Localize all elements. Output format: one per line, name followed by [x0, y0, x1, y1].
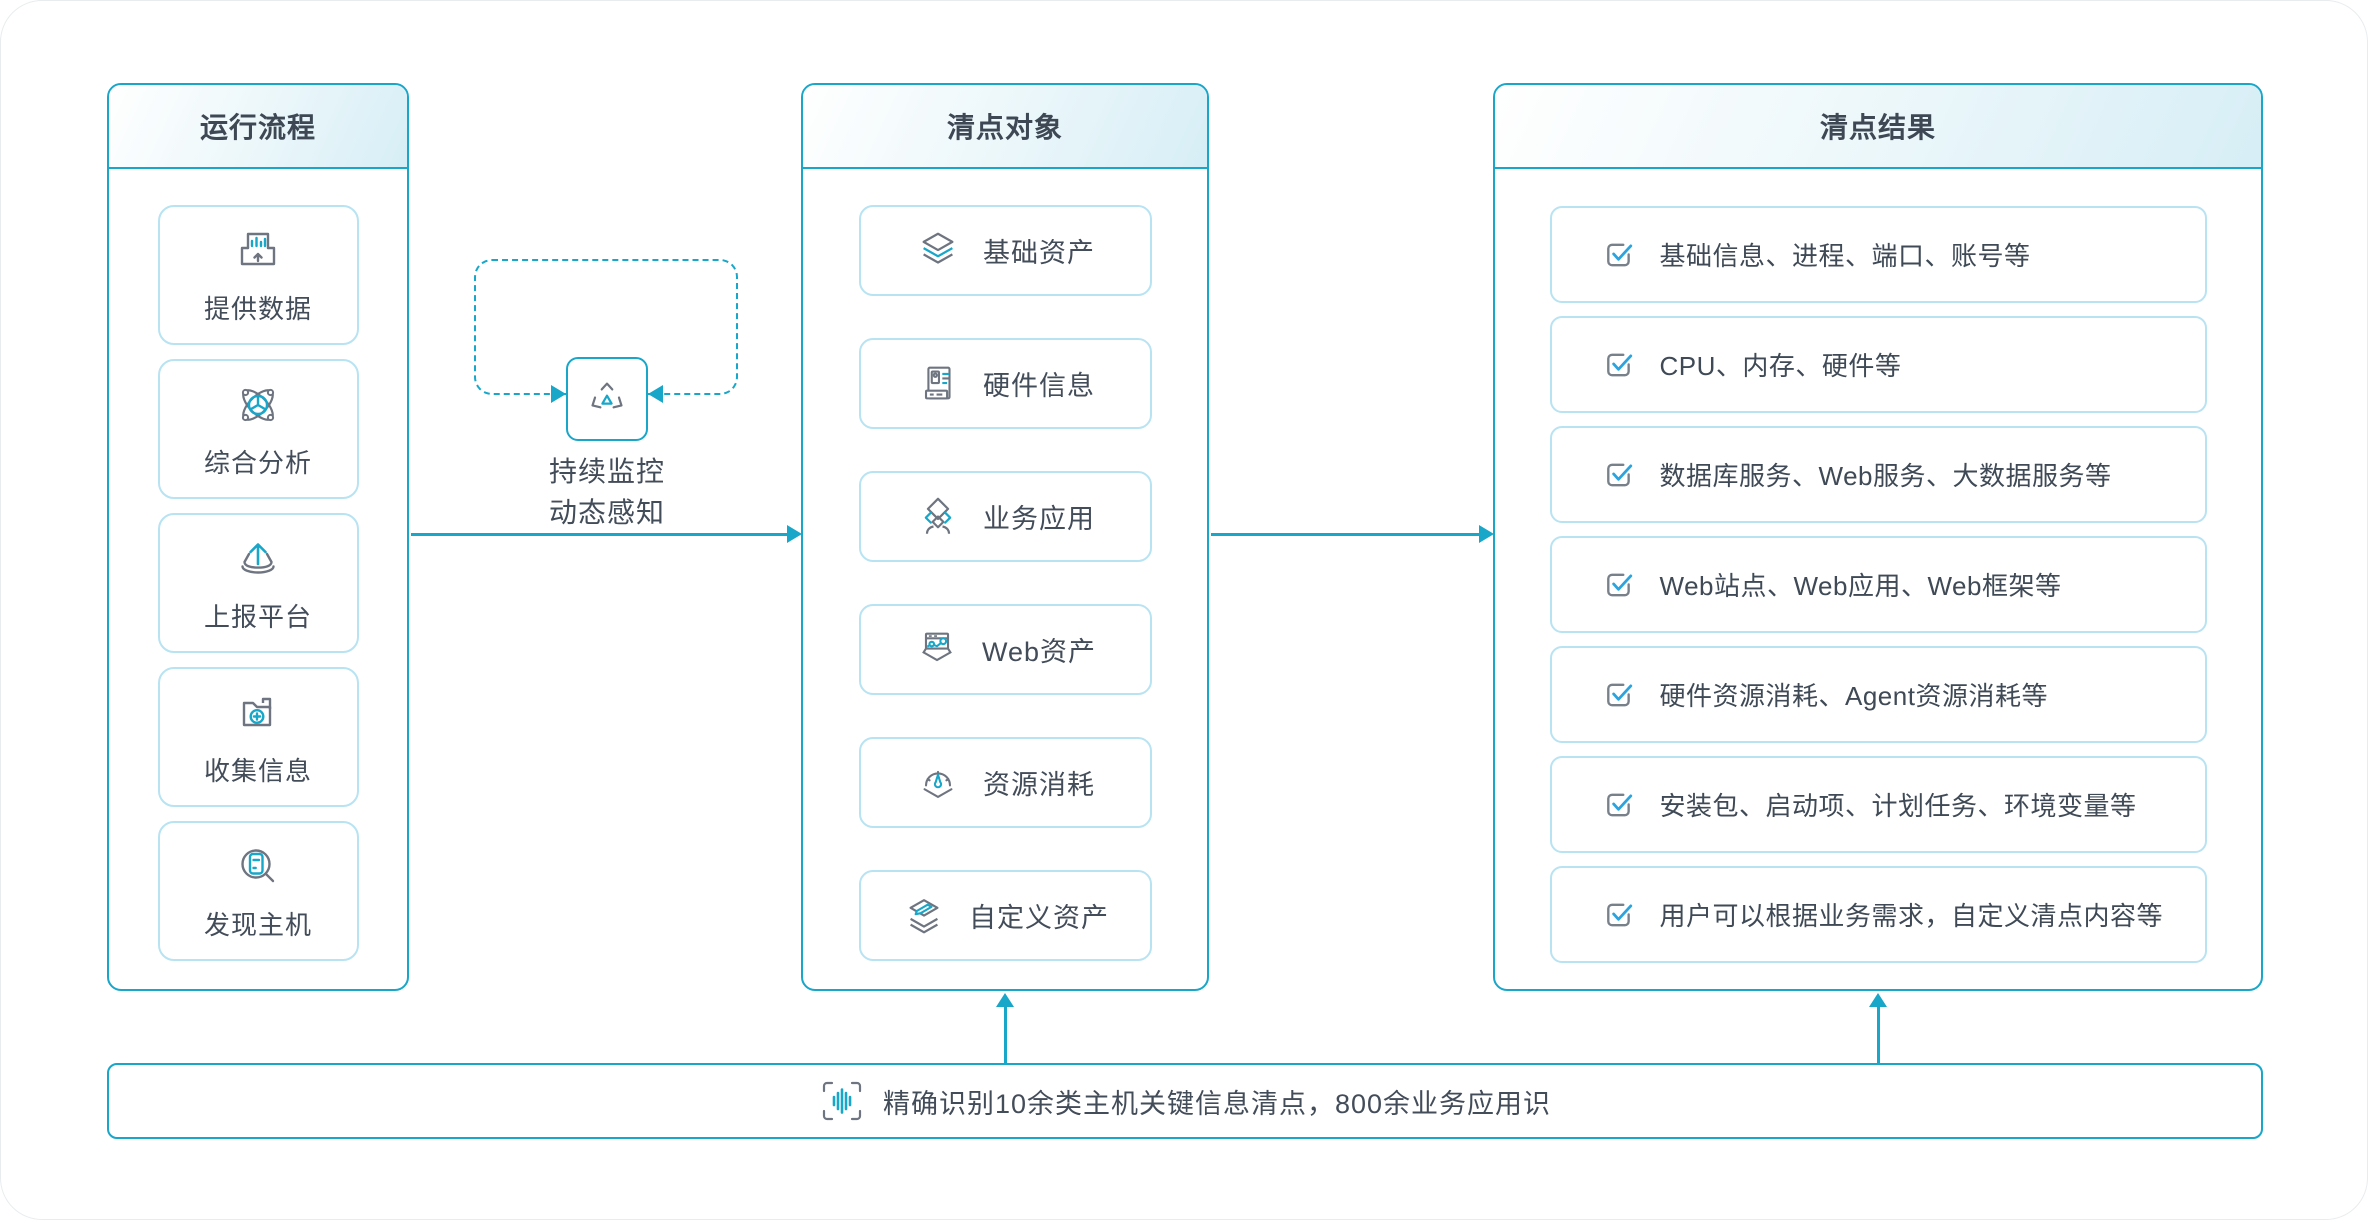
- footer-text: 精确识别10余类主机关键信息清点，800余业务应用识: [882, 1088, 1552, 1119]
- upload-chart-icon: [232, 225, 284, 277]
- object-card-resource: 资源消耗: [858, 737, 1152, 828]
- object-card-label: 资源消耗: [983, 770, 1095, 800]
- arrow-process-to-objects: [411, 525, 802, 543]
- recycle-loop-icon: [584, 376, 630, 422]
- process-card-analysis: 综合分析: [157, 359, 359, 499]
- discover-host-icon: [232, 841, 284, 893]
- result-row-label: 数据库服务、Web服务、大数据服务等: [1659, 461, 2112, 491]
- panel-process: 运行流程 提供数据: [107, 83, 409, 991]
- result-row-label: Web站点、Web应用、Web框架等: [1659, 571, 2062, 601]
- arrow-footer-to-results: [1869, 993, 1887, 1063]
- panel-process-header: 运行流程: [109, 85, 407, 169]
- result-row: 硬件资源消耗、Agent资源消耗等: [1549, 646, 2207, 743]
- panel-process-title: 运行流程: [199, 112, 316, 143]
- panel-results-header: 清点结果: [1495, 85, 2261, 169]
- monitor-box: [566, 357, 648, 441]
- resource-gauge-icon: [915, 760, 961, 806]
- collect-folder-icon: [232, 687, 284, 739]
- result-row-label: 硬件资源消耗、Agent资源消耗等: [1659, 681, 2048, 711]
- web-asset-icon: [914, 627, 960, 673]
- result-row: 用户可以根据业务需求，自定义清点内容等: [1549, 866, 2207, 963]
- process-card-label: 发现主机: [203, 909, 312, 940]
- object-card-label: 硬件信息: [983, 371, 1095, 401]
- arrow-footer-to-objects: [996, 993, 1014, 1063]
- hardware-info-icon: [915, 361, 961, 407]
- panel-objects: 清点对象 基础资产: [801, 83, 1209, 991]
- result-row: CPU、内存、硬件等: [1549, 316, 2207, 413]
- result-row-label: 用户可以根据业务需求，自定义清点内容等: [1659, 901, 2164, 931]
- panel-objects-body: 基础资产: [803, 169, 1207, 961]
- panel-objects-header: 清点对象: [803, 85, 1207, 169]
- panel-results-title: 清点结果: [1819, 112, 1936, 143]
- object-card-label: 业务应用: [983, 504, 1095, 534]
- result-row: Web站点、Web应用、Web框架等: [1549, 536, 2207, 633]
- report-upload-icon: [232, 533, 284, 585]
- checkbox-check-icon: [1604, 900, 1634, 930]
- arrow-objects-to-results: [1211, 525, 1494, 543]
- analysis-orbit-icon: [232, 379, 284, 431]
- result-row-label: 安装包、启动项、计划任务、环境变量等: [1659, 791, 2137, 821]
- object-card-label: Web资产: [981, 637, 1097, 667]
- object-card-label: 基础资产: [983, 238, 1095, 268]
- checkbox-check-icon: [1604, 240, 1634, 270]
- result-row-label: CPU、内存、硬件等: [1659, 351, 1902, 381]
- checkbox-check-icon: [1604, 350, 1634, 380]
- checkbox-check-icon: [1604, 790, 1634, 820]
- loop-arrowhead-right: [648, 385, 663, 403]
- process-card-label: 提供数据: [203, 293, 312, 324]
- result-row-label: 基础信息、进程、端口、账号等: [1659, 241, 2031, 271]
- loop-arrowhead-left: [551, 385, 566, 403]
- base-asset-layers-icon: [915, 228, 961, 274]
- voiceprint-scan-icon: [819, 1078, 865, 1124]
- result-row: 基础信息、进程、端口、账号等: [1549, 206, 2207, 303]
- checkbox-check-icon: [1604, 460, 1634, 490]
- process-card-report: 上报平台: [157, 513, 359, 653]
- monitor-caption-line1: 持续监控: [548, 456, 665, 487]
- process-card-label: 上报平台: [203, 601, 312, 632]
- monitor-caption: 持续监控 动态感知: [482, 451, 732, 533]
- process-card-label: 收集信息: [203, 755, 312, 786]
- process-card-discover: 发现主机: [157, 821, 359, 961]
- object-card-hardware: 硬件信息: [858, 338, 1152, 429]
- object-card-web-asset: Web资产: [858, 604, 1152, 695]
- object-card-business-app: 业务应用: [858, 471, 1152, 562]
- result-row: 安装包、启动项、计划任务、环境变量等: [1549, 756, 2207, 853]
- process-card-collect: 收集信息: [157, 667, 359, 807]
- monitor-caption-line2: 动态感知: [548, 497, 665, 528]
- panel-objects-title: 清点对象: [946, 112, 1063, 143]
- panel-results-body: 基础信息、进程、端口、账号等 CPU、内存、硬件等: [1495, 169, 2261, 963]
- checkbox-check-icon: [1604, 680, 1634, 710]
- panel-results: 清点结果 基础信息、进程、端口、账号等: [1493, 83, 2263, 991]
- business-app-icon: [915, 494, 961, 540]
- object-card-base-asset: 基础资产: [858, 205, 1152, 296]
- object-card-label: 自定义资产: [969, 903, 1109, 933]
- object-card-custom-asset: 自定义资产: [858, 870, 1152, 961]
- panel-process-body: 提供数据: [109, 169, 407, 961]
- checkbox-check-icon: [1604, 570, 1634, 600]
- footer-banner: 精确识别10余类主机关键信息清点，800余业务应用识: [107, 1063, 2263, 1139]
- process-card-provide-data: 提供数据: [157, 205, 359, 345]
- result-row: 数据库服务、Web服务、大数据服务等: [1549, 426, 2207, 523]
- process-card-label: 综合分析: [203, 447, 312, 478]
- custom-asset-pen-icon: [901, 893, 947, 939]
